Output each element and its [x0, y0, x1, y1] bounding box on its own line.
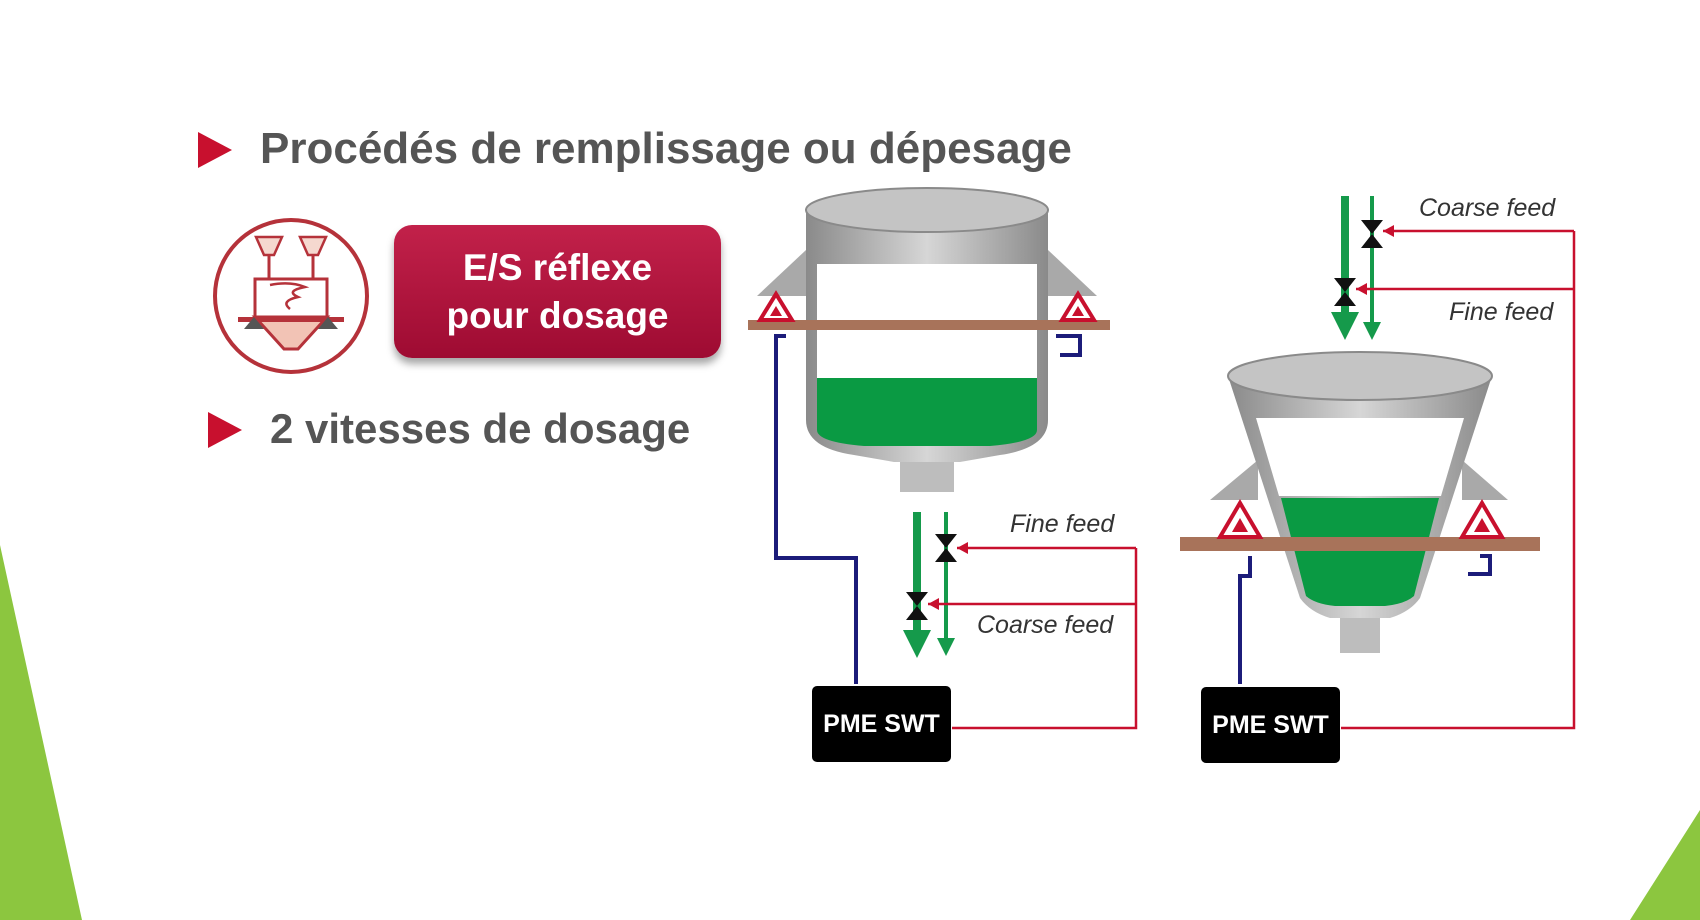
valve-icon — [1334, 278, 1356, 306]
load-cell-icon — [1058, 290, 1098, 322]
coarse-flow-arrow — [903, 630, 931, 658]
coarse-flow-arrow — [1331, 312, 1359, 340]
support-bracket — [1048, 250, 1097, 296]
play-arrow-icon — [198, 132, 232, 168]
signal-wire — [1238, 556, 1252, 684]
feed-label-coarse-right: Coarse feed — [1419, 194, 1556, 222]
badge-line-2: pour dosage — [446, 294, 669, 336]
signal-wire — [1468, 554, 1492, 576]
dosing-station-icon — [213, 218, 369, 374]
control-line-return — [952, 548, 1138, 730]
load-cell-icon — [1458, 499, 1506, 539]
fine-flow-arrow — [1363, 322, 1381, 340]
weighing-beam — [748, 320, 1110, 330]
control-line-return — [1341, 231, 1576, 730]
vessel-rim — [1227, 351, 1493, 401]
load-cell-icon — [1216, 499, 1264, 539]
bullet-title: Procédés de remplissage ou dépesage — [260, 124, 1072, 173]
controller-right: PME SWT — [1201, 687, 1340, 763]
vessel-outlet — [900, 462, 954, 492]
feed-label-fine-left: Fine feed — [1010, 510, 1115, 538]
valve-icon — [906, 592, 928, 620]
reflex-io-badge: E/S réflexe pour dosage — [394, 225, 721, 358]
badge-line-1: E/S réflexe — [462, 246, 653, 288]
controller-left: PME SWT — [812, 686, 951, 762]
weighing-beam — [1180, 537, 1540, 551]
product-level — [817, 378, 1037, 446]
fine-flow-arrow — [937, 638, 955, 656]
decor-green-left — [0, 545, 82, 920]
load-cell-icon — [756, 290, 796, 322]
support-bracket — [757, 250, 806, 296]
support-bracket — [1462, 460, 1508, 500]
decor-green-right — [1630, 810, 1700, 920]
vessel-outlet — [1340, 618, 1380, 653]
product-level — [1281, 498, 1439, 606]
feed-label-coarse-left: Coarse feed — [977, 611, 1114, 639]
bullet-dosing-speeds: 2 vitesses de dosage — [270, 405, 691, 452]
support-bracket — [1210, 460, 1258, 500]
unloading-diagram — [748, 187, 1138, 730]
signal-wire — [1056, 334, 1082, 357]
feed-label-fine-right: Fine feed — [1449, 298, 1554, 326]
valve-icon — [935, 534, 957, 562]
vessel-rim — [805, 187, 1049, 233]
signal-wire — [774, 334, 858, 684]
play-arrow-icon — [208, 412, 242, 448]
filling-diagram — [1180, 196, 1576, 730]
valve-icon — [1361, 220, 1383, 248]
